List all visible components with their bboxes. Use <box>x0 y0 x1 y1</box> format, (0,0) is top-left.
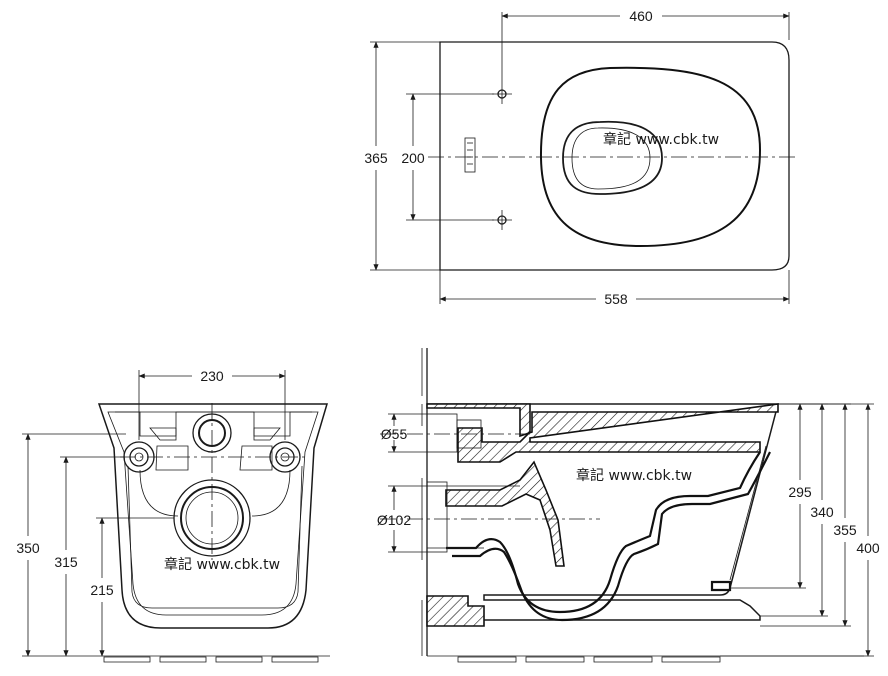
hatched-section-upper <box>426 403 779 463</box>
floor-feet-side <box>457 656 721 663</box>
bowl-opening <box>562 120 663 195</box>
top-view: 460 558 365 200 章記 www.cbk.tw <box>364 8 798 307</box>
bowl-opening-inner <box>571 127 651 190</box>
dim-460-label: 460 <box>629 8 653 24</box>
dim-d102-label: Ø102 <box>377 512 411 528</box>
dim-558-label: 558 <box>604 291 628 307</box>
dim-200-label: 200 <box>401 150 425 166</box>
side-section-view: Ø55 Ø102 295 340 355 400 章記 www.cbk.tw <box>377 348 880 663</box>
bolt-hole-lower <box>492 210 512 230</box>
dim-400-label: 400 <box>856 540 880 556</box>
dim-215-label: 215 <box>90 582 114 598</box>
dim-350-label: 350 <box>16 540 40 556</box>
inlet-pipe-side <box>380 413 530 453</box>
dim-d55-label: Ø55 <box>381 426 408 442</box>
watermark-side: 章記 www.cbk.tw <box>576 467 692 484</box>
inner-contour-front <box>107 411 319 616</box>
floor-feet-front <box>103 656 319 663</box>
top-cavities <box>115 411 312 437</box>
front-view: 230 350 315 215 章記 www.cbk.tw <box>16 368 330 663</box>
dim-355-label: 355 <box>833 522 857 538</box>
internal-ribs <box>155 445 273 471</box>
bowl-outline-top <box>439 41 790 271</box>
label-plate <box>464 137 476 173</box>
dim-315-label: 315 <box>54 554 78 570</box>
bowl-outline-front <box>97 403 329 629</box>
bolt-hole-upper <box>492 84 512 104</box>
outlet-pipe-side <box>380 481 600 553</box>
dim-295-label: 295 <box>788 484 812 500</box>
watermark-top: 章記 www.cbk.tw <box>603 131 719 148</box>
dim-340-label: 340 <box>810 504 834 520</box>
watermark-front: 章記 www.cbk.tw <box>164 556 280 573</box>
hatched-section-lower <box>426 595 485 627</box>
hatched-section-trap <box>445 460 565 567</box>
dim-365-label: 365 <box>364 150 388 166</box>
dim-230-label: 230 <box>200 368 224 384</box>
